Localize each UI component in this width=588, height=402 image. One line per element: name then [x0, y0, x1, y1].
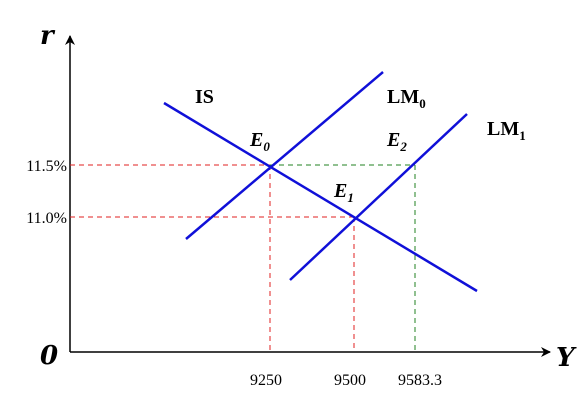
e1-label: E1 — [333, 180, 354, 205]
y-tick-11-0: 11.0% — [26, 210, 67, 227]
y-tick-11-5: 11.5% — [26, 158, 67, 175]
lm1-label-sub: 1 — [519, 128, 526, 143]
is-curve — [163, 101, 478, 293]
e1-label-main: E — [333, 180, 347, 202]
x-tick-9250: 9250 — [250, 372, 282, 389]
x-tick-9583: 9583.3 — [398, 372, 442, 389]
e0-label-sub: 0 — [263, 139, 270, 154]
y-axis-label: r — [40, 21, 56, 51]
x-tick-9500: 9500 — [334, 372, 366, 389]
e2-label-main: E — [386, 129, 400, 151]
lm0-curve — [185, 71, 384, 240]
x-axis-label: Y — [556, 343, 577, 373]
e0-label: E0 — [249, 129, 270, 154]
lm1-label-main: LM — [487, 118, 519, 140]
origin-label: 0 — [40, 341, 58, 371]
is-label: IS — [195, 86, 214, 108]
lm0-label-sub: 0 — [419, 96, 426, 111]
e2-label: E2 — [386, 129, 407, 154]
lm1-curve — [289, 113, 468, 281]
lm1-label: LM1 — [487, 118, 526, 143]
lm0-label-main: LM — [387, 86, 419, 108]
lm0-label: LM0 — [387, 86, 426, 111]
e1-label-sub: 1 — [347, 190, 354, 205]
e2-label-sub: 2 — [399, 139, 407, 154]
e0-label-main: E — [249, 129, 263, 151]
